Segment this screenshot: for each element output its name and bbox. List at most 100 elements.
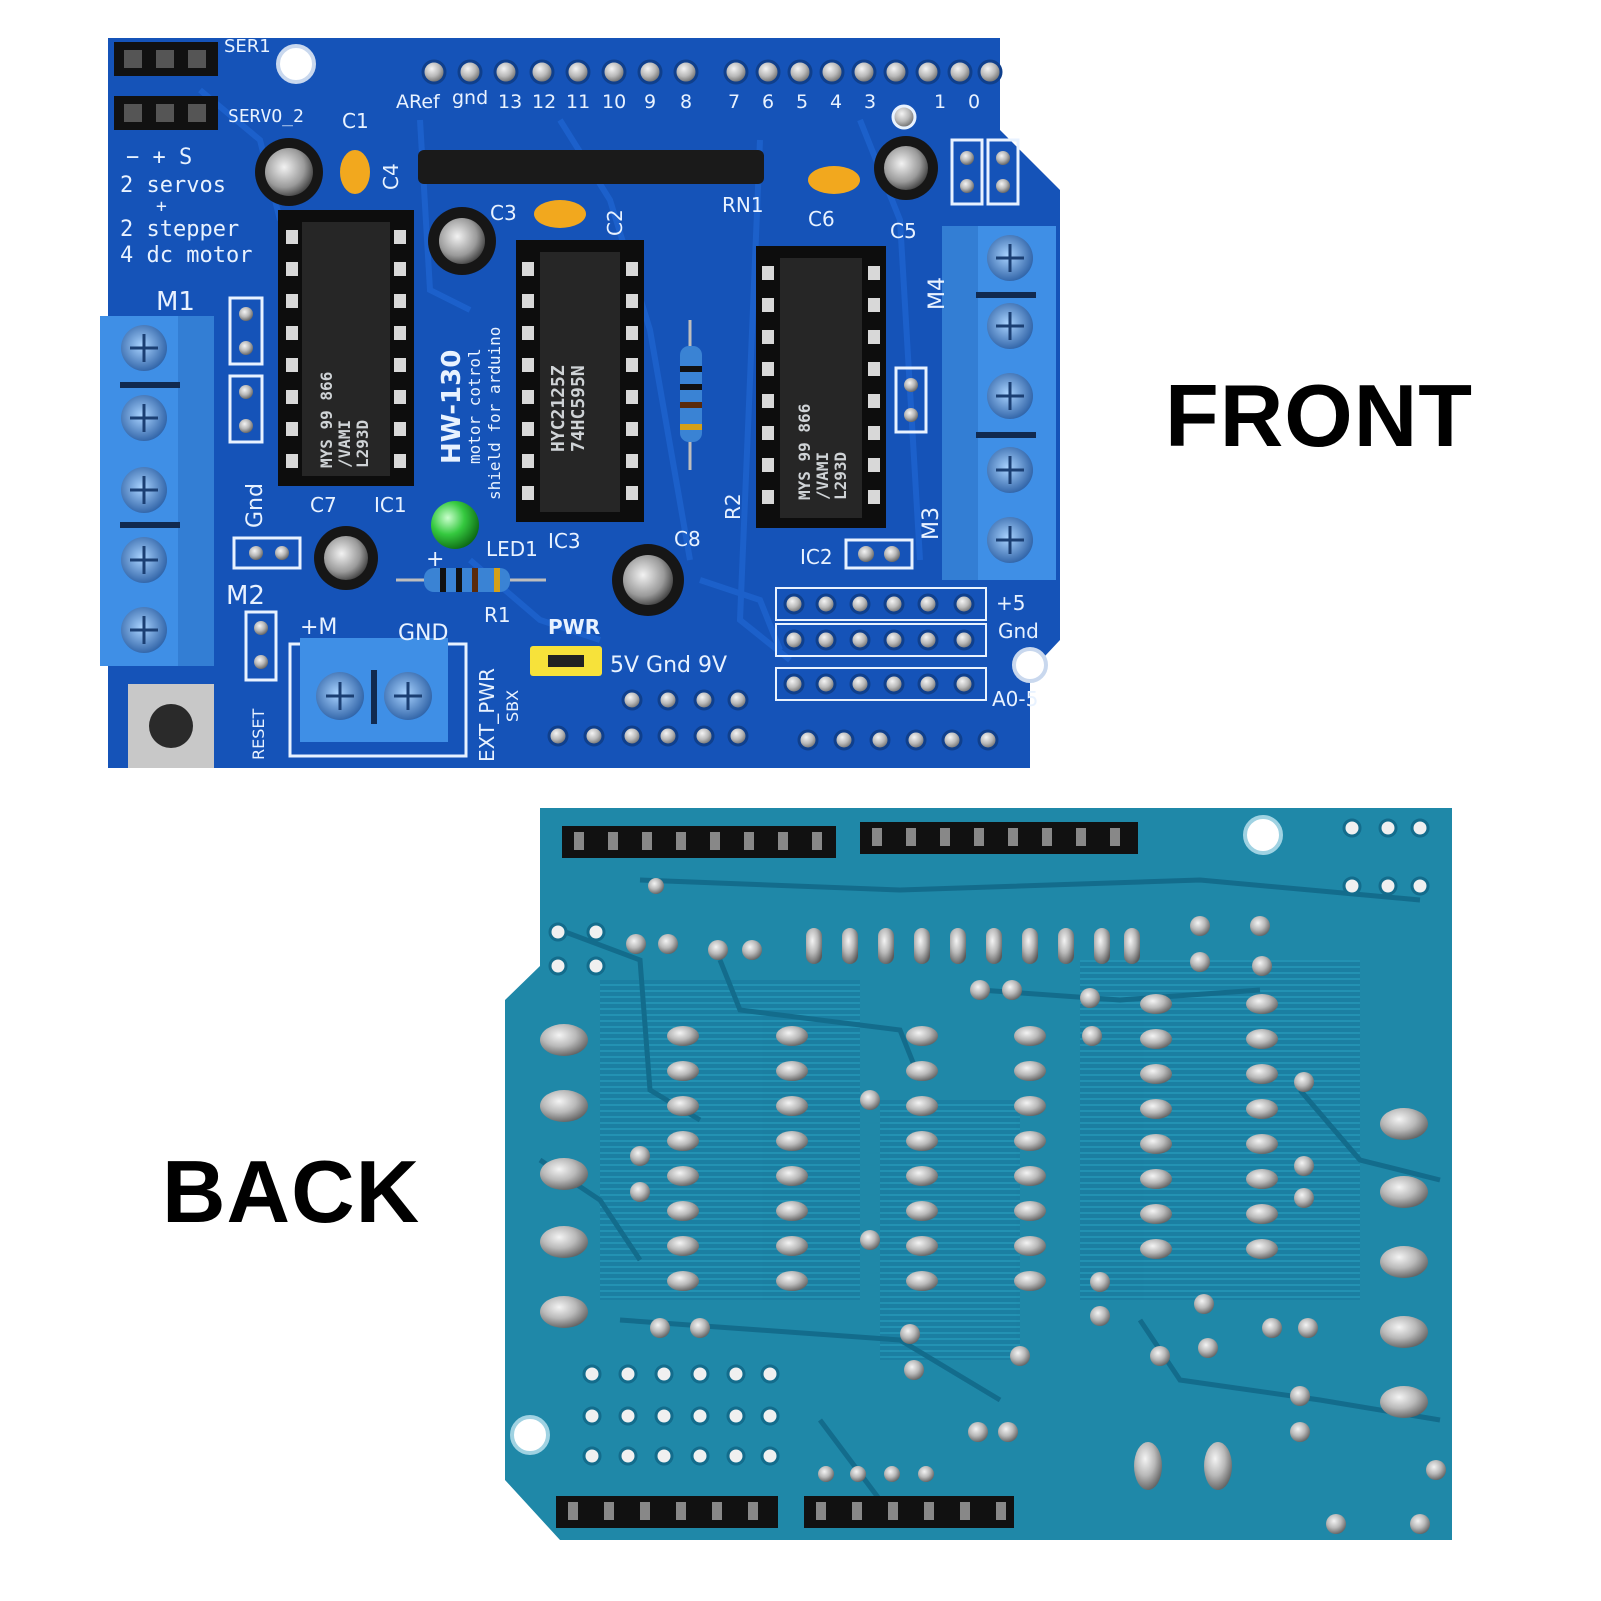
misc-solder-joints	[626, 878, 1446, 1534]
jumper-pad	[228, 374, 264, 444]
c7-label: C7	[310, 493, 337, 517]
power-terminal	[288, 638, 468, 758]
board-subtitle-1: motor cotrol	[465, 348, 484, 464]
ic2-text-a: L293D	[831, 452, 850, 500]
m3-label: M3	[919, 507, 944, 540]
resistor-r1	[396, 568, 546, 592]
c2-label: C2	[603, 209, 627, 236]
servo2-label: SERVO_2	[228, 106, 304, 127]
svg-text:4: 4	[830, 91, 842, 113]
ic1-text-c: MYS 99 866	[317, 372, 336, 468]
rn1-resistor-network	[418, 150, 764, 184]
svg-text:ARef: ARef	[396, 91, 441, 113]
front-board: SER1 SERVO_2 − + S 2 servos + 2 stepper …	[100, 36, 1060, 768]
gnd-right-label: Gnd	[998, 619, 1039, 643]
pwr-label: PWR	[548, 615, 600, 639]
terminal-block-m3-m4	[942, 226, 1056, 580]
jumper-pad	[950, 138, 984, 206]
r2-label: R2	[721, 493, 745, 520]
svg-text:3: 3	[864, 91, 876, 113]
svg-text:6: 6	[762, 91, 774, 113]
desc-line2: 2 stepper	[120, 217, 239, 242]
svg-text:1: 1	[934, 91, 946, 113]
terminal-solder-pads	[540, 1024, 1428, 1490]
c8-label: C8	[674, 527, 701, 551]
mount-hole	[510, 1415, 550, 1455]
board-name: HW-130	[437, 350, 467, 464]
ser1-label: SER1	[224, 36, 271, 57]
terminal-block-m1-m2	[100, 316, 214, 666]
gnd-terminal-label: GND	[398, 621, 448, 646]
gnd-side-label: Gnd	[243, 483, 268, 528]
svg-text:gnd: gnd	[452, 87, 488, 109]
desc-plus: +	[156, 196, 167, 217]
ic-solder-joints	[667, 994, 1278, 1291]
jumper-pad	[894, 366, 928, 434]
svg-text:9: 9	[644, 91, 656, 113]
svg-text:8: 8	[680, 91, 692, 113]
ic2-text-b: /VAMI	[813, 452, 832, 500]
sbx-label: SBX	[503, 690, 522, 722]
reset-button[interactable]	[128, 684, 214, 768]
ceramic-capacitor	[340, 150, 370, 194]
voltage-labels: 5V Gnd 9V	[610, 653, 727, 678]
mount-hole	[276, 44, 316, 84]
m4-label: M4	[925, 277, 950, 310]
desc-line1: 2 servos	[120, 173, 226, 198]
analog-header-pads	[775, 587, 987, 701]
front-caption: FRONT	[1165, 366, 1474, 465]
desc-line3: 4 dc motor	[120, 243, 252, 268]
top-header-right	[723, 59, 1003, 85]
svg-text:10: 10	[602, 91, 626, 113]
rn1-label: RN1	[722, 193, 764, 217]
c6-label: C6	[808, 207, 835, 231]
plus5-label: +5	[996, 591, 1025, 615]
ic3-label: IC3	[548, 529, 581, 553]
ic1-text-b: /VAMI	[335, 420, 354, 468]
ic1-text-a: L293D	[353, 420, 372, 468]
c4-label: C4	[379, 163, 403, 190]
svg-text:5: 5	[796, 91, 808, 113]
gnd-pad	[232, 536, 302, 570]
svg-text:13: 13	[498, 91, 522, 113]
icsp-pads	[547, 689, 999, 751]
plus-m-label: +M	[300, 615, 337, 640]
c5-label: C5	[890, 219, 917, 243]
ic1-label: IC1	[374, 493, 407, 517]
led-plus: +	[426, 547, 444, 572]
via-pad	[891, 104, 917, 130]
ext-pwr-label: EXT_PWR	[475, 668, 499, 762]
ic3-chip: 74HC595N HYC2125Z	[516, 240, 644, 522]
analog-pad-grid	[548, 818, 1430, 1466]
back-bottom-headers	[556, 1496, 1014, 1528]
svg-text:7: 7	[728, 91, 740, 113]
r1-label: R1	[484, 603, 511, 627]
ser1-header	[114, 42, 218, 76]
board-subtitle-2: shield for arduino	[485, 327, 504, 500]
svg-text:12: 12	[532, 91, 556, 113]
ceramic-capacitor	[534, 200, 586, 228]
back-top-headers	[562, 822, 1138, 858]
ceramic-capacitor	[808, 166, 860, 194]
c3-label: C3	[490, 201, 517, 225]
mount-hole	[1012, 647, 1048, 683]
ic2-chip: L293D /VAMI MYS 99 866	[756, 246, 886, 528]
m2-label: M2	[226, 581, 265, 611]
top-header-left	[421, 59, 699, 85]
a0-5-label: A0-5	[992, 687, 1038, 711]
top-header-labels: ARef gnd 13 12 11 10 9 8 7 6 5 4 3 1 0	[396, 87, 980, 113]
jumper-pad	[986, 138, 1020, 206]
ic2-pad	[844, 538, 914, 570]
svg-text:11: 11	[566, 91, 590, 113]
c1-label: C1	[342, 109, 369, 133]
back-board	[505, 808, 1452, 1540]
back-caption: BACK	[162, 1142, 421, 1241]
led1-label: LED1	[486, 537, 538, 561]
led1	[431, 501, 479, 549]
m1-label: M1	[156, 287, 195, 317]
resistor-r2	[680, 320, 702, 470]
ic1-chip: L293D /VAMI MYS 99 866	[278, 210, 414, 486]
jumper-pad	[244, 610, 278, 682]
ic3-text-a: 74HC595N	[568, 365, 589, 452]
ic2-text-c: MYS 99 866	[795, 404, 814, 500]
